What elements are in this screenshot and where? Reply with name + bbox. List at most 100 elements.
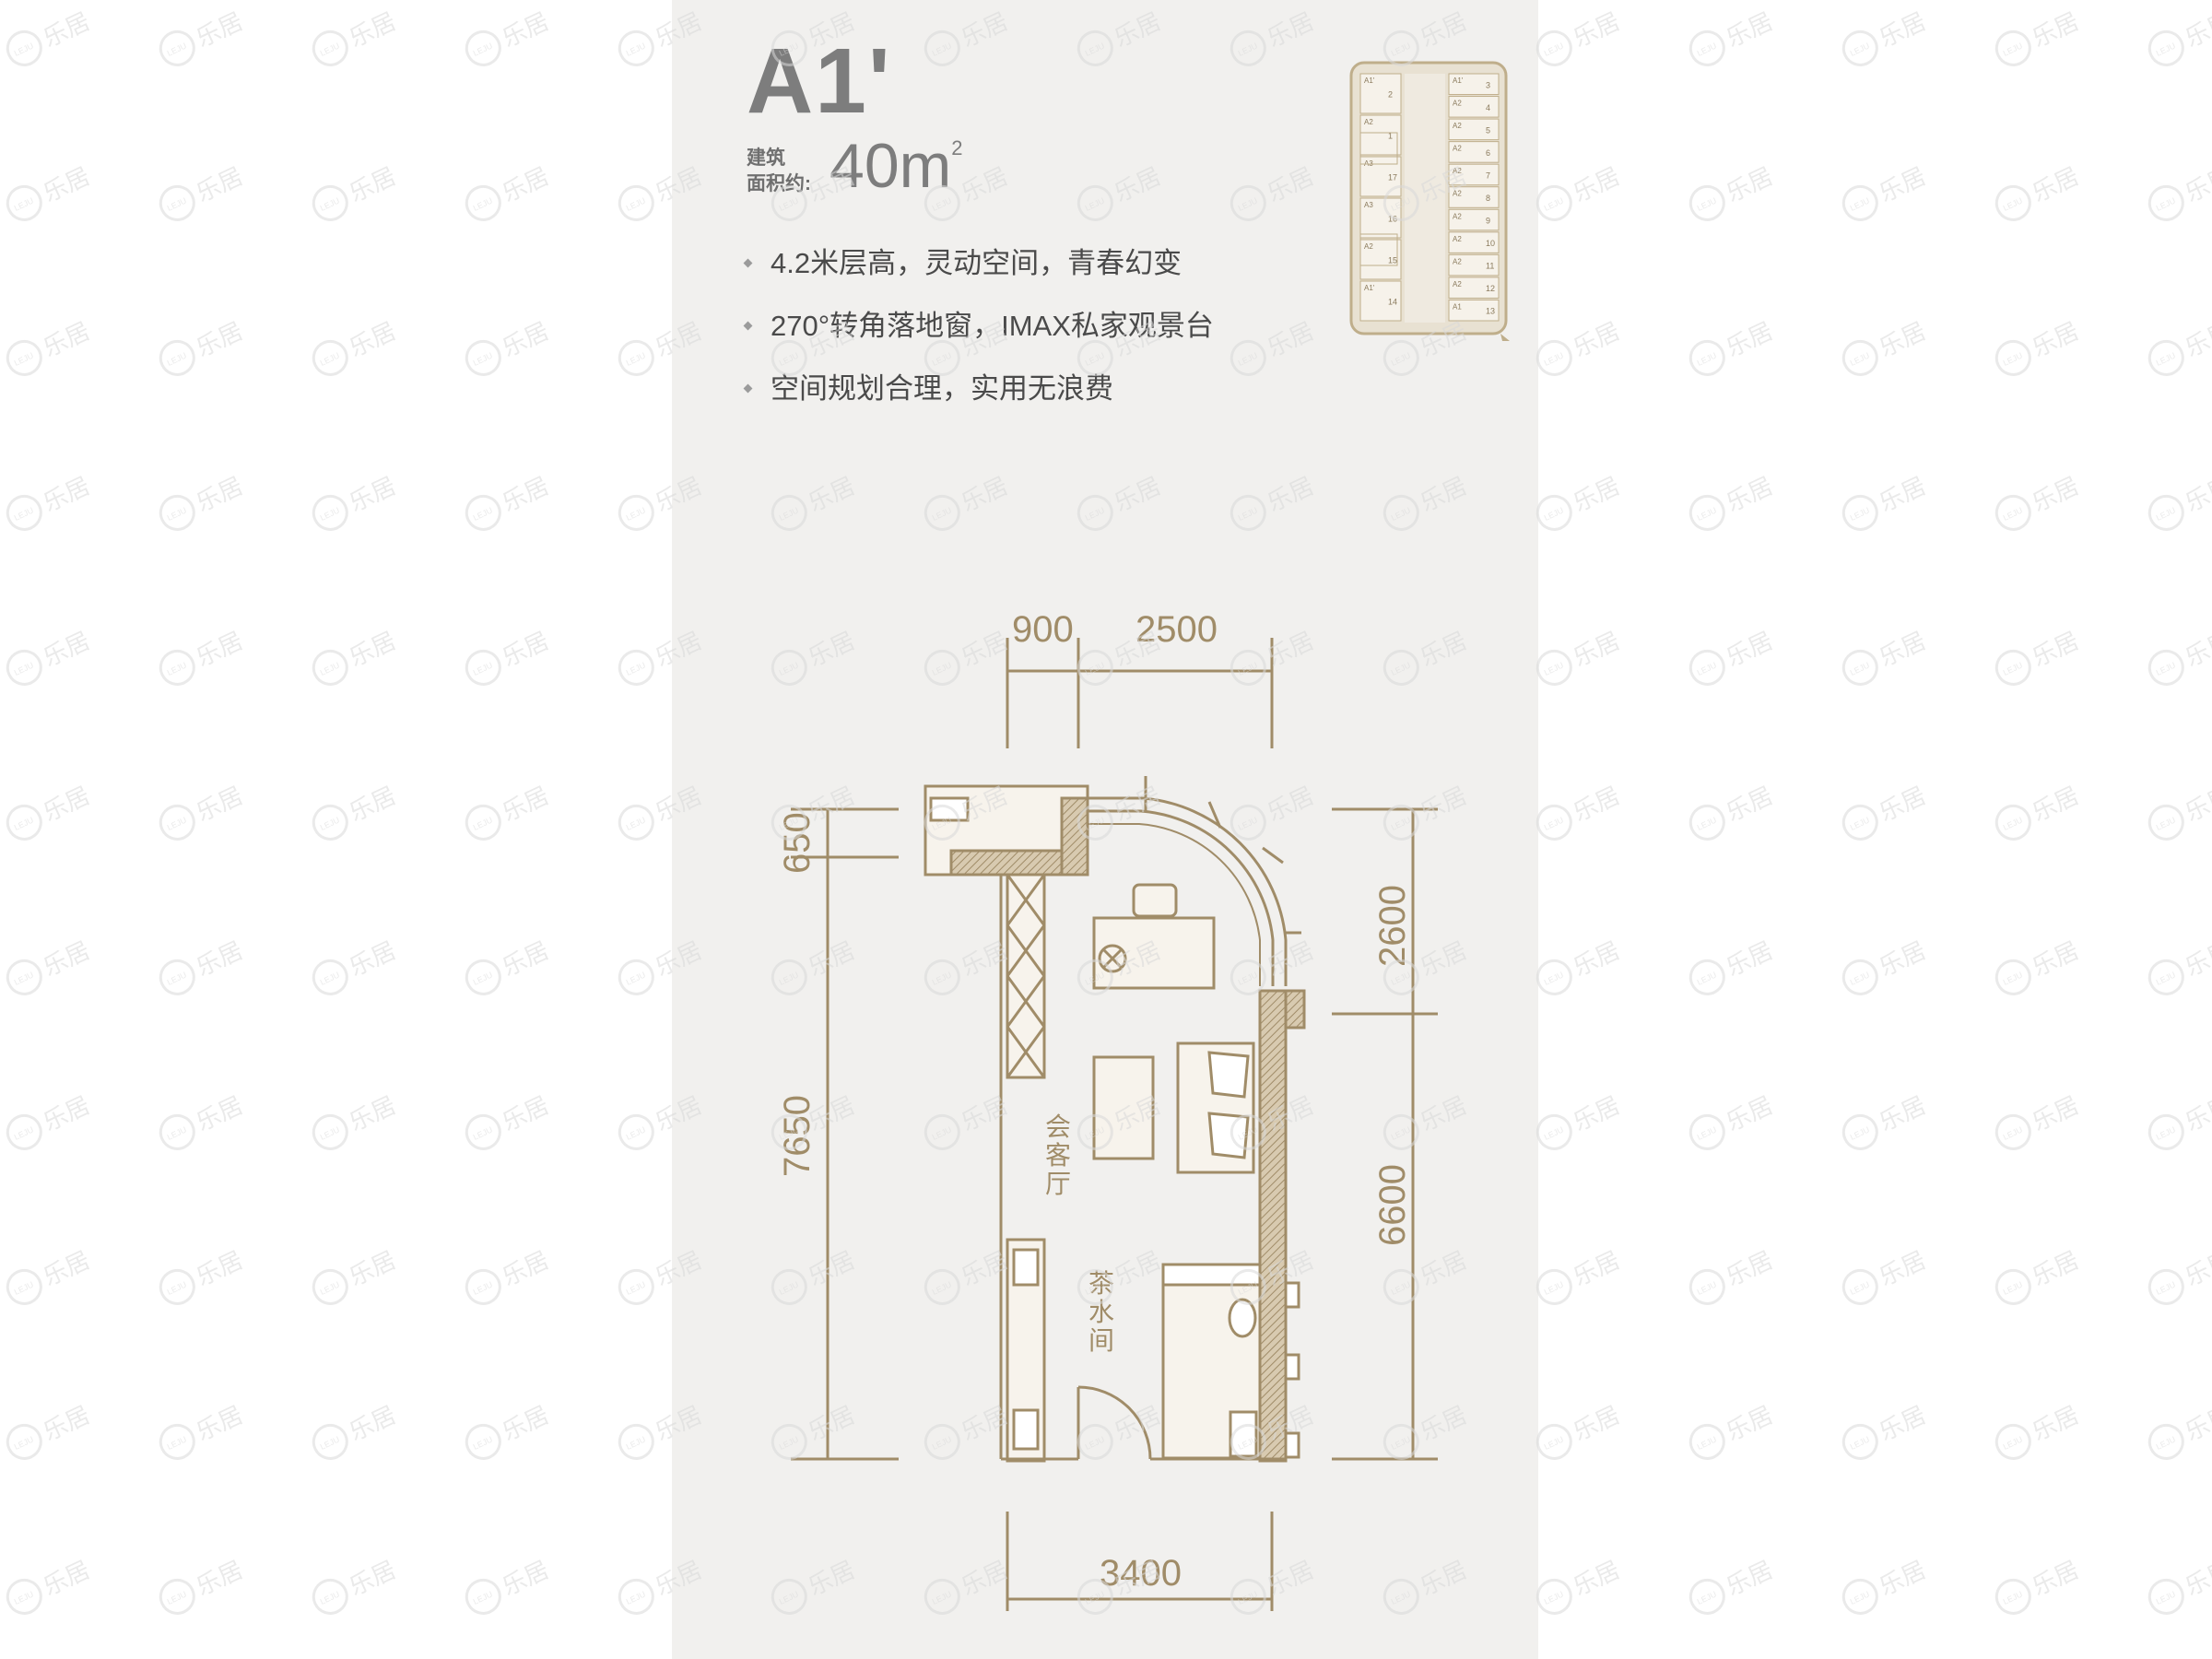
key-plan-unit-type: A1 — [1453, 302, 1462, 311]
key-plan-unit-number: 3 — [1486, 80, 1490, 89]
dim-right-main: 6600 — [1372, 1164, 1413, 1246]
key-plan-unit — [1359, 73, 1402, 114]
room-label-tea: 茶 — [1088, 1268, 1114, 1299]
chair-icon — [1132, 883, 1178, 918]
key-plan-unit-number: 11 — [1486, 262, 1494, 271]
key-plan-unit — [1448, 253, 1500, 276]
key-plan-unit-number: 7 — [1486, 171, 1490, 180]
key-plan-unit-number: 8 — [1486, 194, 1490, 203]
corner-window — [1088, 796, 1288, 986]
area-label-line1: 建筑 — [747, 147, 785, 169]
room-label-living: 会 — [1045, 1112, 1071, 1142]
dim-left-top: 650 — [777, 812, 818, 874]
coffee-table — [1092, 1055, 1155, 1160]
corner-window — [1088, 809, 1275, 986]
key-plan-unit — [1448, 73, 1500, 96]
wall-column — [1284, 989, 1306, 1030]
corner-window — [1088, 823, 1261, 986]
unit-model-title: A1' — [747, 29, 892, 133]
cabinet-cross — [1006, 975, 1046, 1028]
key-plan-unit-number: 2 — [1388, 90, 1393, 100]
key-plan-unit-type: A2 — [1364, 242, 1373, 251]
key-plan-unit-type: A1' — [1453, 76, 1464, 85]
key-plan-unit-number: 1 — [1388, 132, 1393, 141]
key-plan-unit-type: A2 — [1364, 118, 1373, 126]
cushion-icon — [1207, 1051, 1250, 1099]
key-plan-unit-number: 14 — [1388, 298, 1397, 307]
key-plan-unit-type: A1' — [1364, 284, 1375, 292]
area-unit-superscript: 2 — [951, 136, 963, 159]
key-plan-unit-number: 12 — [1486, 284, 1495, 293]
key-plan-unit — [1448, 186, 1500, 208]
key-plan-unit-type: A2 — [1453, 145, 1462, 153]
key-plan-unit-type: A1' — [1364, 76, 1375, 85]
dim-left-main: 7650 — [777, 1095, 818, 1177]
feature-item: 270°转角落地窗，IMAX私家观景台 — [743, 304, 1214, 367]
window-bay — [1284, 1281, 1300, 1309]
feature-text: 4.2米层高，灵动空间，青春幻变 — [771, 247, 1182, 279]
window-bay — [1284, 1353, 1300, 1381]
key-plan-unit-number: 17 — [1388, 173, 1397, 182]
key-plan-unit-number: 9 — [1486, 217, 1490, 226]
key-plan-stair — [1359, 233, 1398, 266]
key-plan-unit — [1448, 231, 1500, 253]
wall-hatch — [1060, 796, 1089, 877]
key-plan-unit-type: A2 — [1453, 100, 1462, 108]
room-label-living: 厅 — [1045, 1169, 1071, 1199]
sink-icon — [1012, 1248, 1040, 1287]
key-plan-unit-type: A2 — [1453, 257, 1462, 265]
key-plan-unit — [1359, 280, 1402, 322]
key-plan-unit-number: 15 — [1388, 256, 1397, 265]
window-bay — [1284, 1431, 1300, 1459]
desk — [1092, 916, 1216, 990]
feature-item: 空间规划合理，实用无浪费 — [743, 367, 1214, 429]
toilet-icon — [1228, 1298, 1257, 1338]
dim-right-top: 2600 — [1372, 885, 1413, 967]
key-plan-unit — [1448, 299, 1500, 322]
window-mullion — [1262, 846, 1284, 865]
feature-text: 空间规划合理，实用无浪费 — [771, 372, 1113, 405]
room-label-tea: 水 — [1088, 1297, 1114, 1327]
balcony-ledge — [929, 796, 970, 822]
wall-hatch — [1258, 989, 1288, 1463]
key-plan-unit — [1448, 163, 1500, 186]
cabinet-cross — [1006, 1026, 1046, 1078]
dim-top-right: 2500 — [1135, 609, 1218, 650]
key-plan-unit — [1448, 208, 1500, 231]
basin-icon — [1229, 1410, 1258, 1458]
storage-cabinet — [1006, 873, 1046, 1079]
key-plan-unit-type: A3 — [1364, 201, 1373, 209]
key-plan-unit — [1448, 141, 1500, 163]
north-arrow-icon — [1500, 334, 1510, 341]
feature-item: 4.2米层高，灵动空间，青春幻变 — [743, 241, 1214, 304]
key-plan-unit — [1448, 118, 1500, 141]
key-plan-unit-type: A2 — [1453, 235, 1462, 243]
cushion-icon — [1207, 1112, 1250, 1159]
window-mullion — [1207, 801, 1222, 829]
key-plan-unit-number: 4 — [1486, 103, 1490, 112]
dim-bottom: 3400 — [1100, 1553, 1182, 1594]
room-label-living: 客 — [1045, 1140, 1071, 1171]
feature-list: 4.2米层高，灵动空间，青春幻变 270°转角落地窗，IMAX私家观景台 空间规… — [743, 241, 1214, 429]
key-plan-unit-number: 5 — [1486, 125, 1490, 135]
cabinet-cross — [1006, 874, 1046, 926]
key-plan-unit-type: A2 — [1453, 212, 1462, 220]
dim-top-left: 900 — [1012, 609, 1074, 650]
key-plan-unit-number: 13 — [1486, 307, 1495, 316]
key-plan-unit-type: A2 — [1453, 167, 1462, 175]
feature-text: 270°转角落地窗，IMAX私家观景台 — [771, 310, 1214, 342]
key-plan-unit — [1448, 276, 1500, 299]
door-swing — [1077, 1385, 1152, 1460]
key-plan-unit — [1359, 114, 1402, 156]
fridge-icon — [1012, 1408, 1040, 1451]
room-label-tea: 间 — [1088, 1325, 1114, 1356]
key-plan-unit-type: A2 — [1453, 280, 1462, 288]
key-plan-unit-type: A2 — [1453, 122, 1462, 130]
key-plan-unit-number: 6 — [1486, 148, 1490, 158]
key-plan-unit-number: 10 — [1486, 239, 1495, 248]
cabinet-cross — [1006, 924, 1046, 977]
key-plan-unit — [1448, 96, 1500, 118]
